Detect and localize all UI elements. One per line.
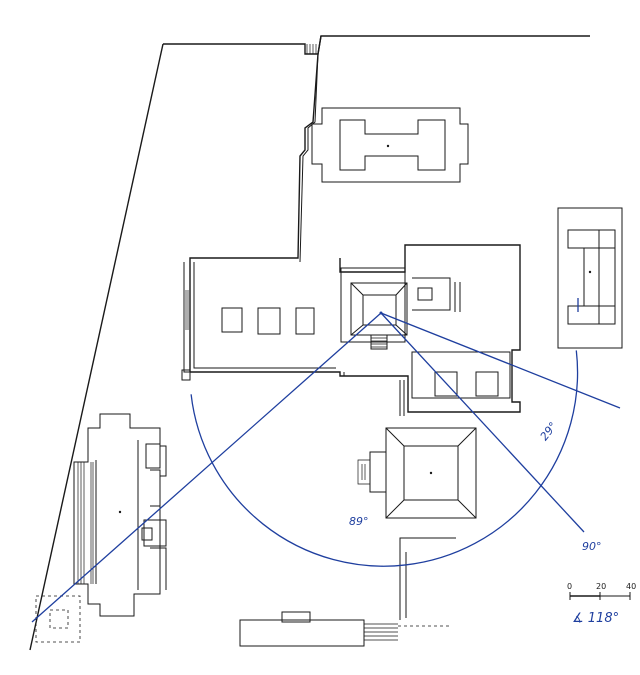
angle-label-90: 90° — [582, 540, 602, 553]
west-long-building — [73, 413, 167, 617]
courtyard-east-annex — [399, 277, 511, 416]
total-angle-label: ∡ 118° — [572, 611, 619, 626]
west-building-center-point — [118, 510, 122, 514]
central-pyramid — [340, 267, 408, 350]
terrace-west-wall — [189, 35, 322, 372]
sightline-arc — [190, 350, 579, 567]
south-pyramid — [357, 427, 477, 519]
south-long-building — [239, 611, 452, 647]
site-boundary — [29, 35, 590, 651]
east-building-center-point — [588, 270, 592, 274]
sightline-ray-southwest — [31, 312, 382, 623]
sightline-ray-east — [380, 312, 621, 409]
angle-label-29: 29° — [538, 420, 560, 443]
angle-label-89: 89° — [349, 515, 369, 528]
north-h-building — [311, 107, 469, 183]
sightline-origin-point — [379, 311, 383, 315]
north-building-center-point — [386, 144, 390, 148]
central-courtyard — [181, 244, 521, 413]
sightline-ray-southeast — [380, 312, 585, 533]
southwest-dashed-structure — [35, 595, 81, 643]
south-pyramid-center-point — [429, 471, 433, 475]
scale-bar: 0 20 40 — [567, 582, 636, 600]
scale-tick-40: 40 — [626, 582, 636, 591]
scale-tick-0: 0 — [567, 582, 572, 591]
southeast-corner-structure — [399, 537, 456, 620]
scale-tick-20: 20 — [596, 582, 606, 591]
east-i-building — [557, 207, 623, 349]
sightline-annotations: 89° 90° 29° — [31, 311, 621, 623]
